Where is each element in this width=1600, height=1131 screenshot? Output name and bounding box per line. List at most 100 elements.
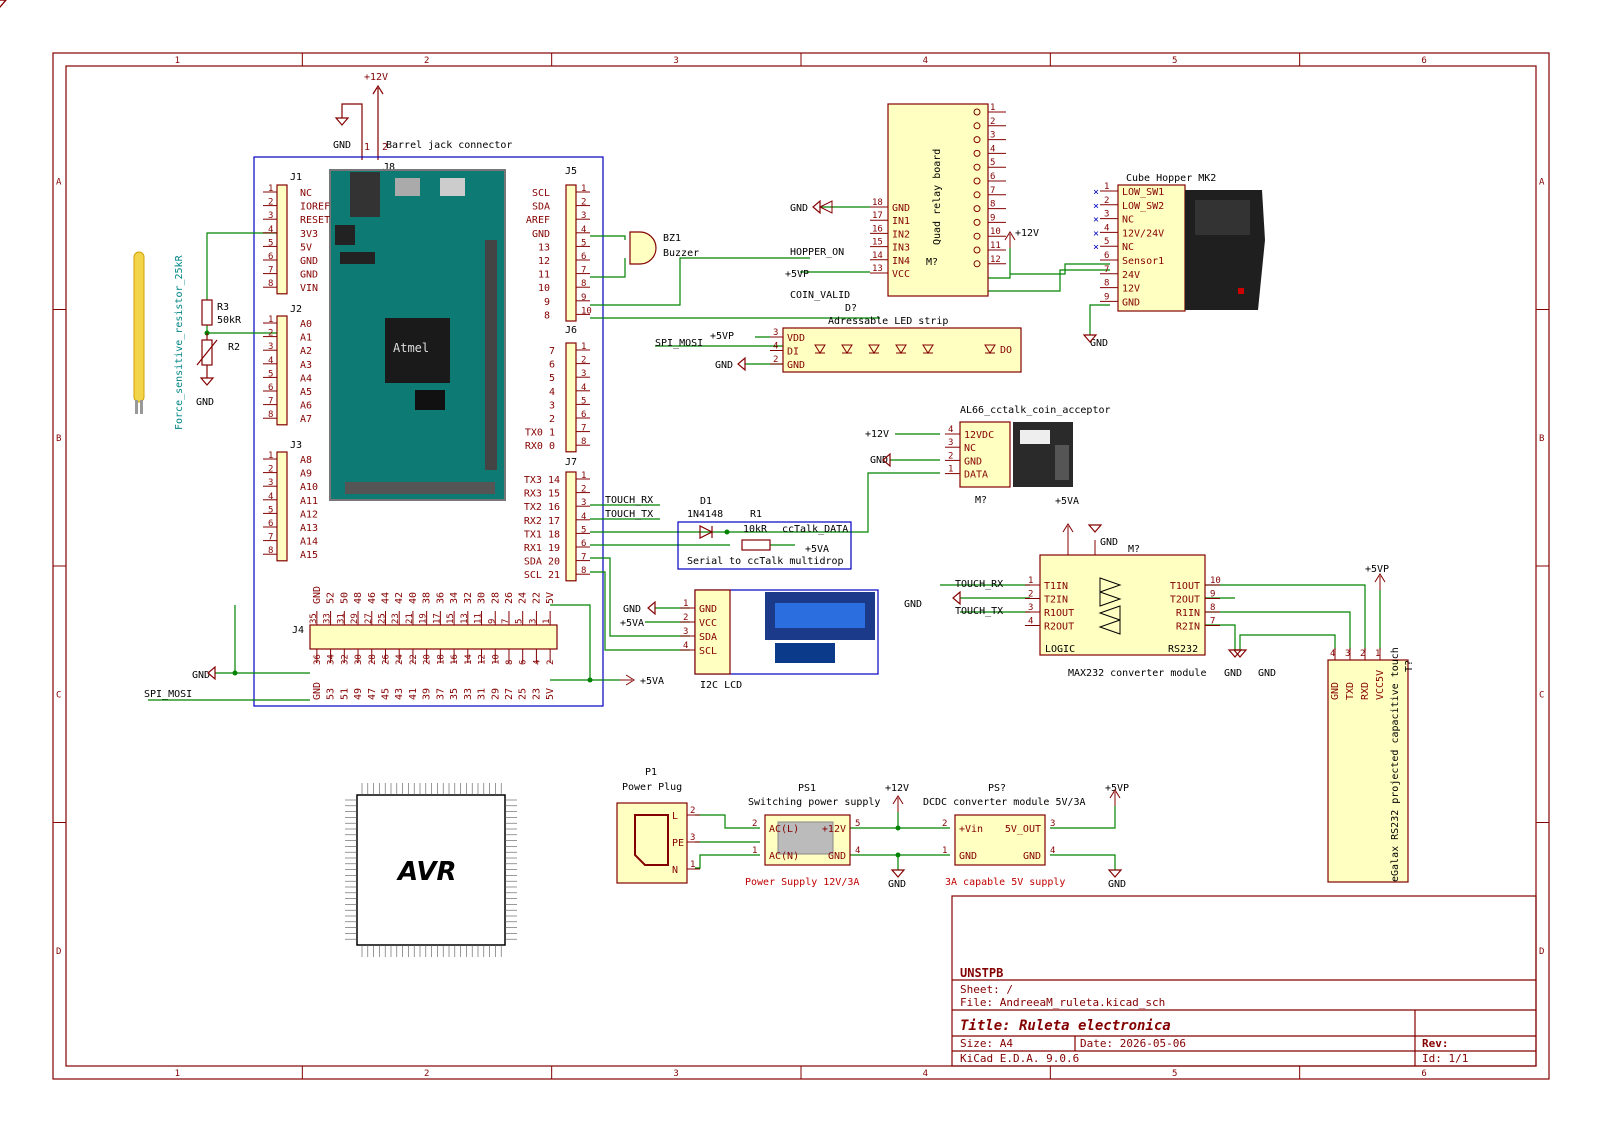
lcd-body [694, 589, 731, 675]
gnd-icon [647, 601, 656, 615]
coin-acceptor-body [959, 421, 1011, 488]
cctalk-label: ccTalk_DATA [782, 524, 848, 535]
p12v-coin-label: +12V [865, 429, 889, 440]
j4-pin-name: 36 [435, 592, 446, 604]
led-icon [868, 344, 880, 354]
col-mark: 5 [1172, 56, 1177, 66]
hopper-pin-name: 24V [1122, 270, 1140, 281]
max232-body [1039, 554, 1206, 656]
bz-value: Buzzer [663, 248, 699, 259]
header-pin-number: 5 [581, 396, 586, 406]
relay-terminal [973, 205, 981, 213]
lcd-pin-name: VCC [699, 618, 717, 629]
coin-pin-name: DATA [964, 470, 988, 481]
j4-pin-name: 49 [353, 688, 364, 700]
header-pin-name: 2 [549, 414, 555, 425]
buzzer-symbol [629, 231, 657, 265]
j4-pin-name: 51 [339, 688, 350, 700]
led-pin-number: 4 [773, 342, 778, 352]
arduino-photo: Atmel [329, 169, 506, 501]
p5va-r1-label: +5VA [805, 544, 829, 555]
header-pin-name: A13 [300, 523, 318, 534]
p1-pin-name: PE [672, 838, 684, 849]
egalax-pin-number: 4 [1330, 649, 1335, 659]
j4-pin-number: 9 [487, 619, 497, 624]
header-pin-name: 7 [549, 346, 555, 357]
j4-pin-name: 38 [422, 592, 433, 604]
power-arrow-icon [1109, 789, 1121, 806]
no-connect-icon: × [1093, 201, 1099, 212]
relay-pin-number: 11 [990, 241, 1001, 251]
j4-pin-number: 1 [542, 619, 552, 624]
tb-title: Title: Ruleta electronica [960, 1018, 1171, 1034]
header-pin-number: 1 [581, 184, 586, 194]
hopper-pin-number: 5 [1104, 237, 1109, 247]
max-label: MAX232 converter module [1068, 668, 1206, 679]
coin-pin-name: 12VDC [964, 430, 994, 441]
gnd-r2-label: GND [196, 397, 214, 408]
spi-mosi-led-label: SPI_MOSI [655, 338, 703, 349]
header-pin-number: 4 [268, 492, 273, 502]
header-pin-name: A8 [300, 455, 312, 466]
header-pin-name: A6 [300, 401, 312, 412]
header-pin-name: GND [532, 229, 550, 240]
ps1-pin-name: GND [828, 851, 846, 862]
col-mark: 1 [175, 1069, 180, 1079]
hopper-pin-number: 6 [1104, 251, 1109, 261]
ps2-pin-name: GND [959, 851, 977, 862]
d1-value: 1N4148 [687, 509, 723, 520]
j4-pin-name: 48 [353, 592, 364, 604]
relay-pin-number: 16 [872, 224, 883, 234]
hopper-label: Cube Hopper MK2 [1126, 173, 1216, 184]
relay-ref: M? [926, 257, 938, 268]
gnd-max2-label: GND [1258, 668, 1276, 679]
j4-pin-number: 5 [515, 619, 525, 624]
j4-pin-number: 35 [309, 613, 319, 624]
ps1-pin-name: AC(L) [769, 824, 799, 835]
p5va-max-label: +5VA [1055, 496, 1079, 507]
p12v-relay-label: +12V [1015, 228, 1039, 239]
header-pin-number: 3 [268, 342, 273, 352]
max-pin-number: 8 [1210, 603, 1215, 613]
led-icon [984, 344, 996, 354]
header-pin-number: 6 [581, 410, 586, 420]
header-pin-number: 8 [581, 279, 586, 289]
col-mark: 2 [424, 1069, 429, 1079]
relay-pin-name: IN3 [892, 243, 910, 254]
row-mark: B [56, 434, 61, 444]
hopper-pin-number: 1 [1104, 182, 1109, 192]
header-pin-name: 8 [544, 310, 550, 321]
header-pin-number: 8 [581, 437, 586, 447]
hopper-pin-name: LOW_SW1 [1122, 187, 1164, 198]
no-connect-icon: × [1093, 215, 1099, 226]
tb-file: File: AndreeaM_ruleta.kicad_sch [960, 996, 1165, 1009]
hopper-pin-number: 7 [1104, 265, 1109, 275]
hopper-pin-name: Sensor1 [1122, 256, 1164, 267]
max-pin-name: R1OUT [1044, 608, 1074, 619]
fsr-label: Force_sensitive_resistor_25kR [174, 254, 185, 430]
tb-rev: Rev: [1422, 1037, 1449, 1050]
j4-pin-name: 23 [531, 688, 542, 700]
j4-pin-number: 2 [546, 660, 556, 665]
p5vp-eg-label: +5VP [1365, 564, 1389, 575]
header-body [565, 471, 577, 582]
header-pin-name: GND [300, 270, 318, 281]
ps2-pin-number: 1 [942, 846, 947, 856]
header-pin-name: 10 [538, 283, 550, 294]
j4-pin-number: 34 [327, 654, 337, 665]
header-pin-name: A0 [300, 319, 312, 330]
max-pin-number: 4 [1028, 617, 1033, 627]
gnd-lcd-label: GND [623, 604, 641, 615]
j4-pin-number: 20 [423, 654, 433, 665]
egalax-pin-name: RXD [1360, 682, 1371, 700]
header-pin-number: 5 [268, 238, 273, 248]
p1-pin-name: N [672, 865, 678, 876]
header-pin-number: 2 [581, 198, 586, 208]
p5vp-relay-label: +5VP [785, 269, 809, 280]
relay-terminal [973, 232, 981, 240]
relay-pin-number: 8 [990, 200, 995, 210]
j4-pin-number: 30 [354, 654, 364, 665]
